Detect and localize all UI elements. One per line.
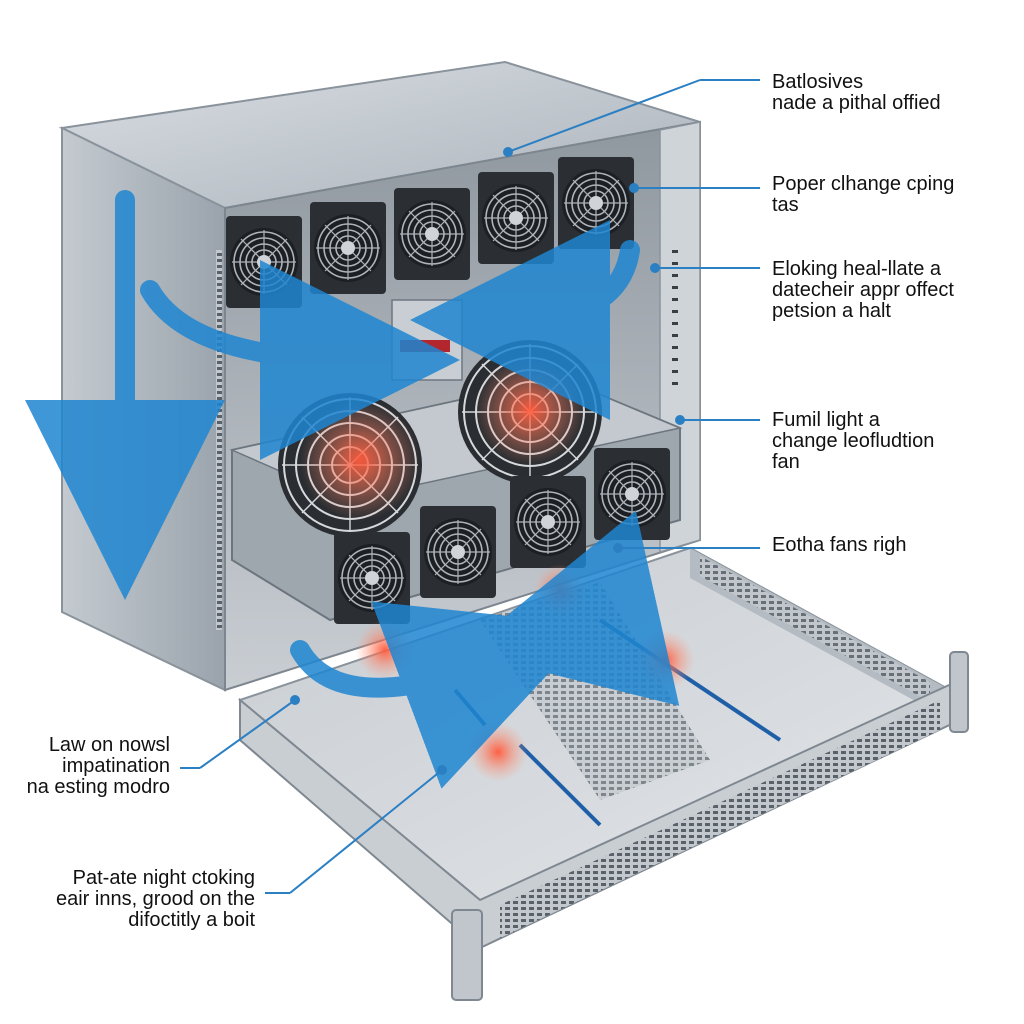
callout-line: Eotha fans righ xyxy=(772,534,907,556)
callout-heat-plate: Eloking heal-llate a datecheir appr offe… xyxy=(772,259,954,322)
callout-line: impatination xyxy=(62,755,170,777)
callout-line: Poper clhange cping xyxy=(772,173,955,195)
airflow-arrow-icon xyxy=(25,190,680,789)
fan-icon xyxy=(225,215,303,309)
rack-ear-handle xyxy=(451,909,483,1001)
front-vent-grille xyxy=(500,700,940,938)
callout-intake: Law on nowsl impatination na esting modr… xyxy=(0,735,170,798)
side-vent-grille xyxy=(216,250,222,630)
callout-line: Eloking heal-llate a xyxy=(772,258,941,280)
callout-line: tas xyxy=(772,194,799,216)
callout-line: change leofludtion xyxy=(772,430,935,452)
callout-top-fans: Batlosives nade a pithal offied xyxy=(772,72,941,114)
fan-icon xyxy=(419,505,497,599)
callout-line: Fumil light a xyxy=(772,409,880,431)
fan-icon xyxy=(333,531,411,625)
callout-leader-lines xyxy=(180,79,760,894)
fan-icon xyxy=(509,475,587,569)
callout-line: petsion a halt xyxy=(772,300,891,322)
callout-line: fan xyxy=(772,451,800,473)
fan-icon xyxy=(393,187,471,281)
board-indicator xyxy=(400,340,450,352)
fan-icon xyxy=(557,156,635,250)
callout-line: Batlosives xyxy=(772,71,864,93)
callout-psu-fan: Fumil light a change leofludtion fan xyxy=(772,410,934,473)
callout-line: difoctitly a boit xyxy=(128,909,255,931)
callout-line: na esting modro xyxy=(26,776,170,798)
callout-line: Pat-ate night ctoking xyxy=(72,867,255,889)
fan-icon xyxy=(477,171,555,265)
callout-line: eair inns, grood on the xyxy=(55,888,255,910)
callout-tray-airflow: Pat-ate night ctoking eair inns, grood o… xyxy=(0,868,255,931)
fan-icon xyxy=(593,447,671,541)
callout-front-fans: Eotha fans righ xyxy=(772,535,907,556)
callout-fan-module: Poper clhange cping tas xyxy=(772,174,954,216)
callout-line: datecheir appr offect xyxy=(772,279,954,301)
callout-line: nade a pithal offied xyxy=(772,92,941,114)
chassis-side-panel xyxy=(61,126,226,692)
fan-icon xyxy=(309,201,387,295)
rack-ear-handle xyxy=(949,651,969,733)
rail-vent-slots xyxy=(672,250,678,385)
tray-perforated-panel xyxy=(700,556,930,702)
callout-line: Law on nowsl xyxy=(48,734,170,756)
